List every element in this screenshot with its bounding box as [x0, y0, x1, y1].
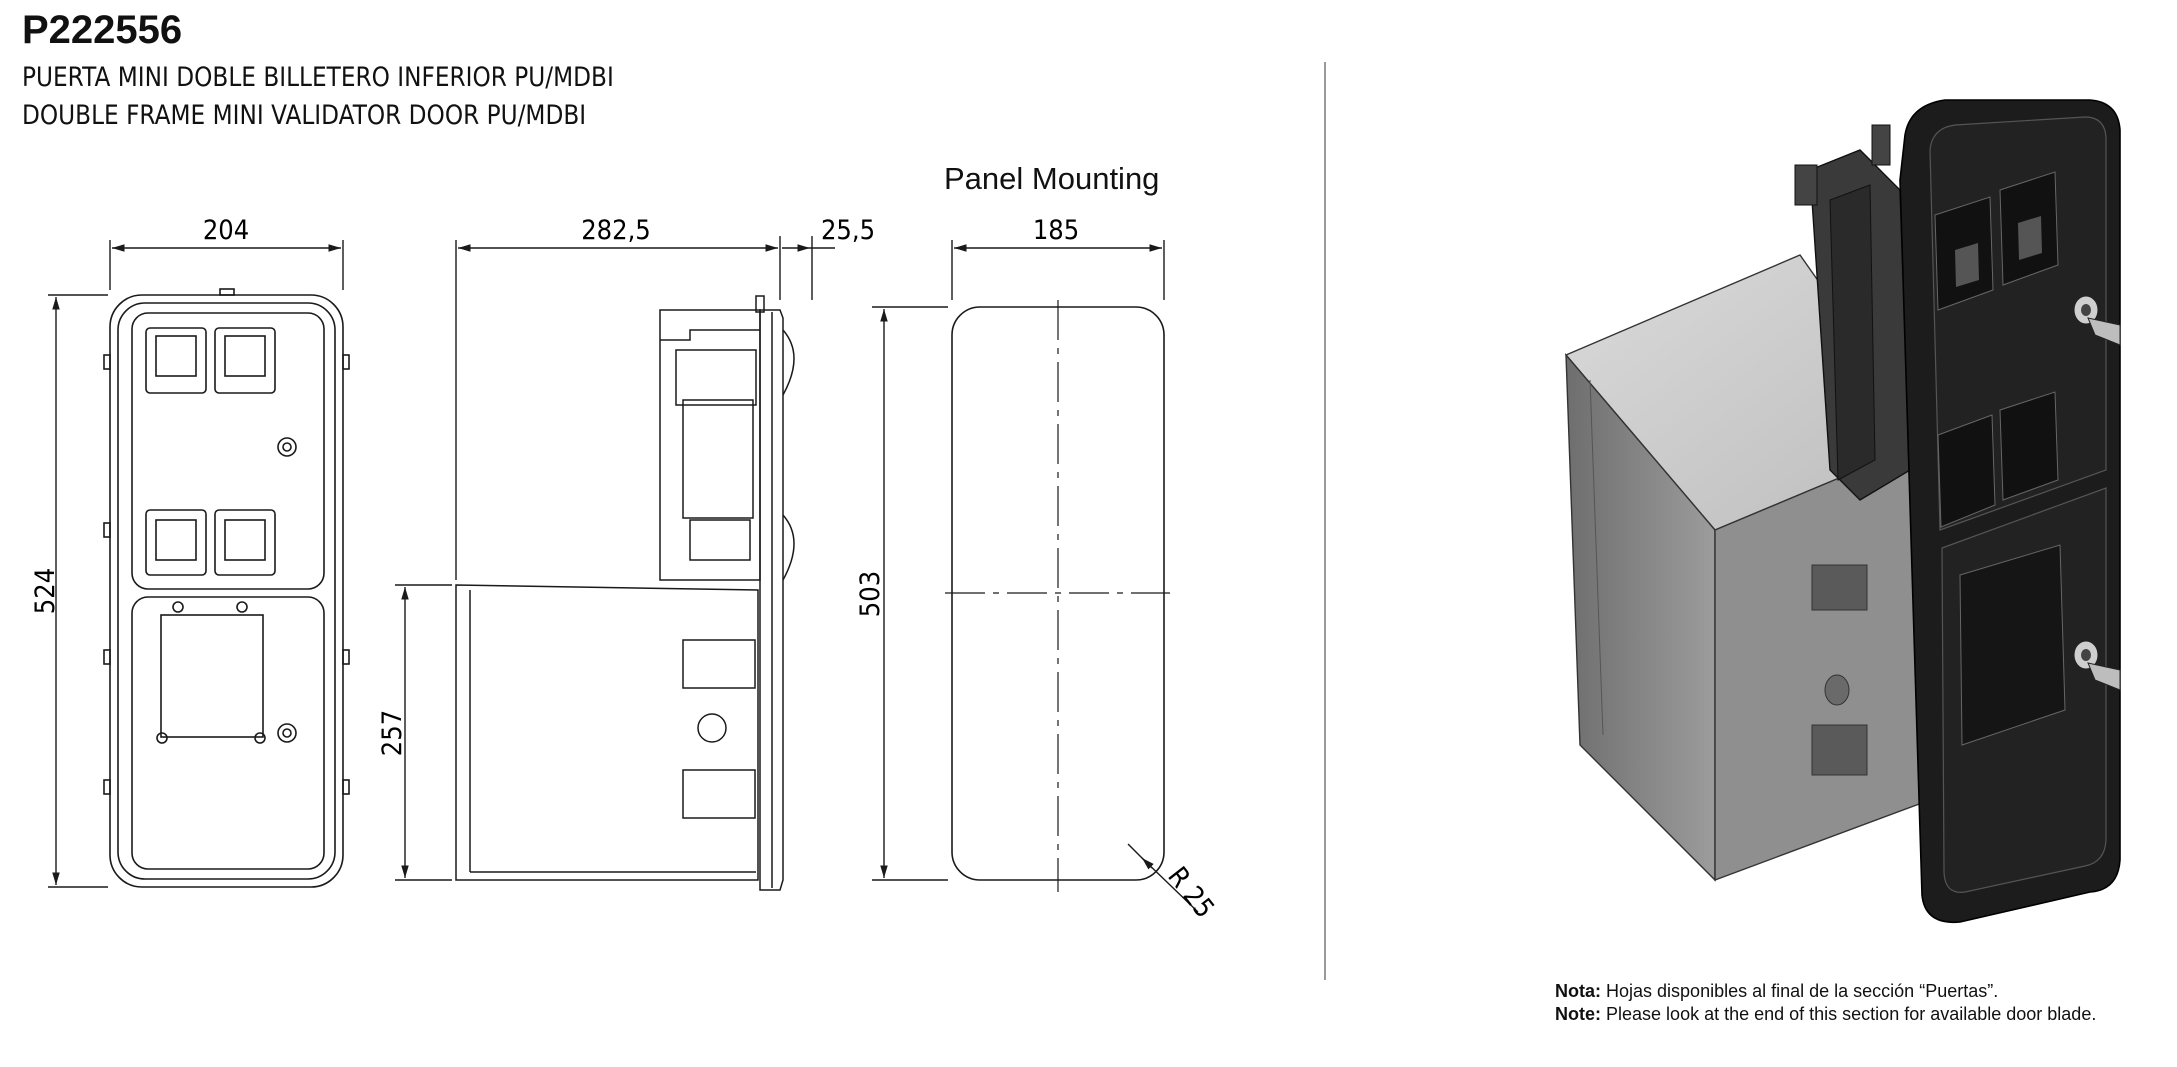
note-spanish-label: Nota:	[1555, 981, 1601, 1001]
side-dimension-lines	[395, 236, 835, 881]
front-dimension-lines	[48, 240, 344, 888]
dim-cutout-radius: R 25	[1161, 861, 1220, 924]
cutout-dimension-lines	[872, 240, 1199, 913]
side-view	[455, 295, 795, 891]
dim-cutout-width: 185	[1033, 215, 1079, 246]
dim-front-height: 524	[30, 568, 61, 614]
isometric-render	[1564, 99, 2121, 924]
note-english-text: Please look at the end of this section f…	[1606, 1004, 2097, 1024]
panel-cutout	[945, 300, 1170, 892]
title-english: DOUBLE FRAME MINI VALIDATOR DOOR PU/MDBI	[22, 100, 587, 131]
dim-cutout-height: 503	[855, 571, 886, 617]
dim-side-flange: 25,5	[821, 215, 875, 246]
title-spanish: PUERTA MINI DOBLE BILLETERO INFERIOR PU/…	[22, 62, 614, 93]
dim-side-box-height: 257	[377, 710, 408, 756]
notes: Nota: Hojas disponibles al final de la s…	[1555, 980, 2096, 1026]
dim-front-width: 204	[203, 215, 249, 246]
note-english-label: Note:	[1555, 1004, 1601, 1024]
dim-side-depth: 282,5	[581, 215, 651, 246]
note-spanish-text: Hojas disponibles al final de la sección…	[1606, 981, 1999, 1001]
note-english: Note: Please look at the end of this sec…	[1555, 1003, 2096, 1026]
panel-mounting-label: Panel Mounting	[944, 161, 1160, 196]
note-spanish: Nota: Hojas disponibles al final de la s…	[1555, 980, 2096, 1003]
front-view	[103, 288, 350, 888]
product-code: P222556	[22, 8, 183, 52]
